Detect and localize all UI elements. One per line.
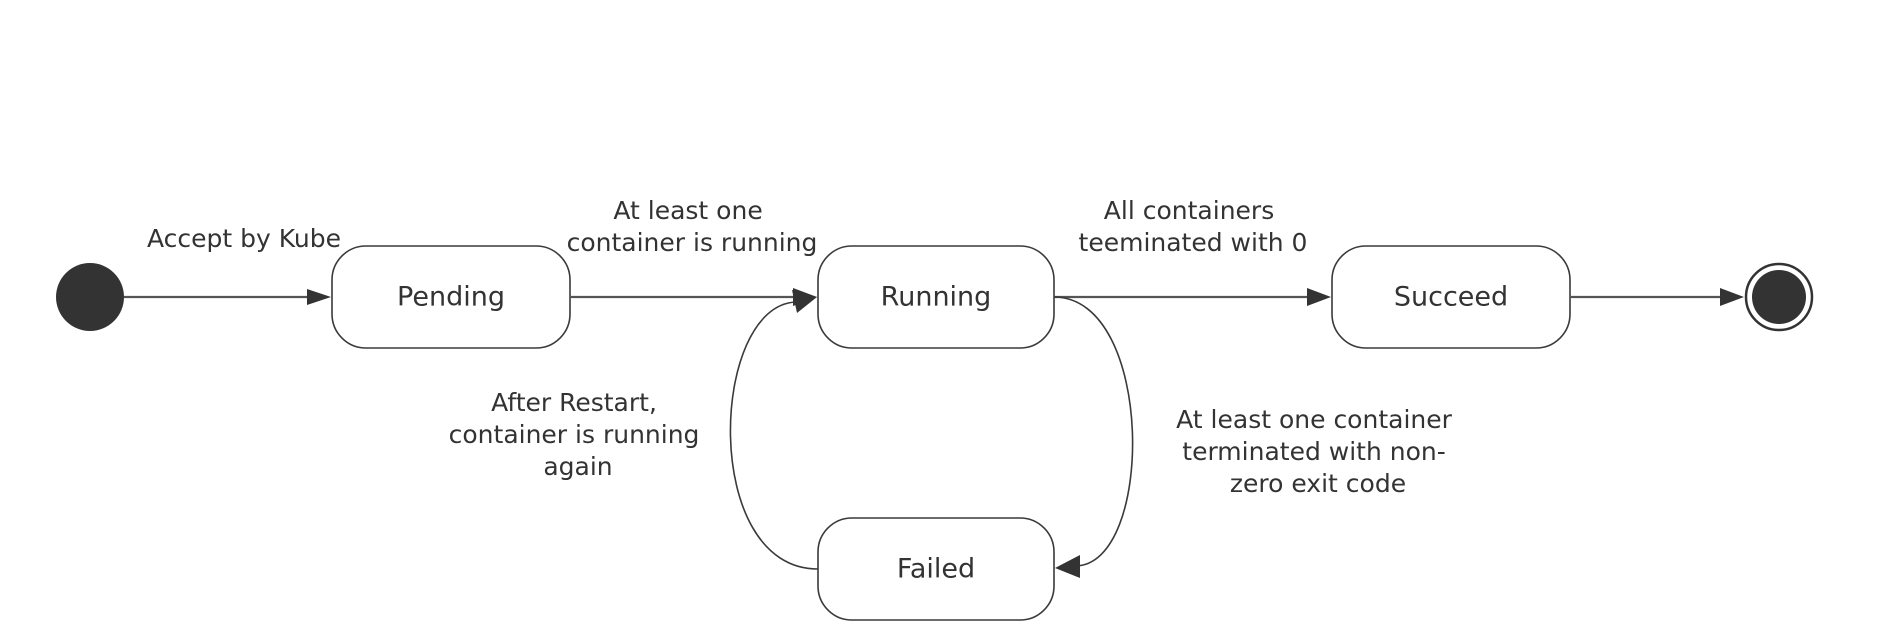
transition-pending-to-running-label: At least one container is running xyxy=(567,196,818,257)
state-succeed: Succeed xyxy=(1331,245,1571,349)
final-state-node xyxy=(1744,262,1814,332)
transition-failed-to-running-arrowhead xyxy=(792,290,817,313)
transition-succeed-to-final xyxy=(1570,288,1744,306)
label-line: After Restart, xyxy=(491,388,657,417)
state-pending-label: Pending xyxy=(397,282,505,313)
transition-initial-to-pending: Accept by Kube xyxy=(124,224,341,305)
transition-running-to-failed-label: At least one container terminated with n… xyxy=(1176,405,1460,498)
transition-running-to-failed-curve xyxy=(1053,296,1134,567)
state-failed-label: Failed xyxy=(897,554,975,585)
transition-initial-to-pending-arrowhead xyxy=(307,289,331,305)
transition-running-to-succeed: All containers teeminated with 0 xyxy=(1054,196,1331,306)
transition-running-to-failed-arrowhead xyxy=(1055,555,1080,578)
label-line: At least one container xyxy=(1176,405,1452,434)
label-line: again xyxy=(543,452,612,481)
state-running: Running xyxy=(817,245,1055,349)
transition-running-to-succeed-arrowhead xyxy=(1307,288,1331,306)
label-line: terminated with non- xyxy=(1182,437,1445,466)
label-line: container is running xyxy=(449,420,700,449)
transition-failed-to-running-label: After Restart, container is running agai… xyxy=(449,388,708,481)
label-line: Accept by Kube xyxy=(147,224,341,253)
transition-failed-to-running-curve xyxy=(729,301,819,570)
transition-failed-to-running: After Restart, container is running agai… xyxy=(449,290,819,570)
label-line: All containers xyxy=(1104,196,1274,225)
label-line: container is running xyxy=(567,228,818,257)
transition-succeed-to-final-arrowhead xyxy=(1720,288,1744,306)
state-failed: Failed xyxy=(817,517,1055,621)
transition-running-to-succeed-label: All containers teeminated with 0 xyxy=(1079,196,1308,257)
transition-initial-to-pending-label: Accept by Kube xyxy=(147,224,341,253)
initial-state-node xyxy=(56,263,124,331)
transition-pending-to-running: At least one container is running xyxy=(567,196,818,306)
final-state-inner-dot xyxy=(1752,270,1806,324)
label-line: teeminated with 0 xyxy=(1079,228,1308,257)
label-line: zero exit code xyxy=(1230,469,1406,498)
state-running-label: Running xyxy=(881,282,992,313)
state-succeed-label: Succeed xyxy=(1394,282,1508,313)
label-line: At least one xyxy=(613,196,762,225)
transition-running-to-failed: At least one container terminated with n… xyxy=(1053,296,1460,578)
state-pending: Pending xyxy=(331,245,571,349)
